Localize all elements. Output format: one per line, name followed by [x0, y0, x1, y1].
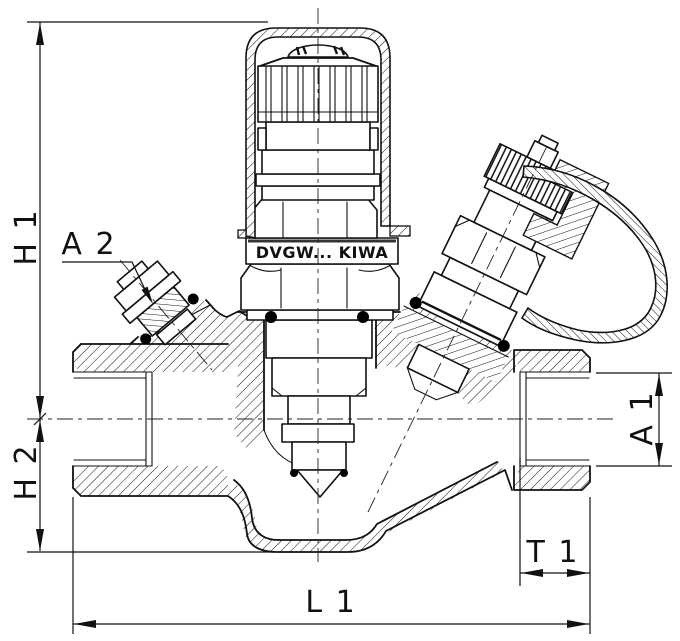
mv-stub-top: [537, 134, 559, 152]
dimension-a1: A 1: [596, 372, 672, 467]
head-tab-left: [257, 127, 267, 151]
cartridge-chamfer: [271, 387, 367, 397]
mv-boss-face: [403, 305, 509, 358]
h1-arrow-bottom: [36, 396, 44, 418]
dimension-h1: H 1: [9, 21, 268, 551]
head-tab-right: [369, 127, 379, 151]
t1-label: T 1: [526, 535, 580, 570]
cone-seal-right: [340, 469, 348, 477]
body-wall-right-bottom: [512, 466, 590, 490]
hex-upper-facets: [282, 201, 348, 239]
mv-seal-left: [409, 296, 422, 309]
hex-lower-facets: [250, 265, 390, 309]
cap-flare-left: [237, 229, 247, 239]
body-underside-inner: [233, 461, 498, 541]
dimension-l1: L 1: [72, 497, 591, 634]
t1-arrow-left: [521, 569, 543, 577]
dimension-a2: A 2: [61, 227, 153, 304]
oring-right: [357, 311, 369, 323]
a1-label: A 1: [625, 390, 660, 445]
a1-arrow-bottom: [655, 443, 663, 465]
bonnet-and-head: DVGW... KIWA: [237, 27, 411, 323]
valve-body: [72, 290, 591, 553]
centerline-test-plug: [119, 259, 213, 371]
flip-cap: [520, 165, 668, 344]
cartridge-cone: [296, 469, 344, 498]
cone-seal-left: [290, 469, 298, 477]
t1-arrow-right: [567, 569, 589, 577]
body-slope-left: [129, 299, 253, 345]
a2-leader: [62, 261, 151, 301]
head-shoulder: [259, 57, 377, 67]
dimension-t1: T 1: [519, 458, 590, 586]
dimension-h2: H 2: [9, 420, 270, 553]
body-underside-outer: [227, 469, 513, 553]
port-right-outline: [513, 349, 591, 491]
cartridge-plug: [291, 441, 347, 471]
cartridge-r1: [265, 319, 373, 359]
h1-label: H 1: [9, 208, 44, 265]
cartridge-stack: [265, 319, 373, 498]
dimensions: H 1 H 2 A 2 A 1 T 1: [9, 21, 672, 634]
protective-cap: [245, 27, 391, 239]
h2-arrow-bottom: [36, 529, 44, 551]
centerline-measuring-valve: [367, 143, 549, 513]
mv-seal-right: [497, 339, 510, 352]
a2-label: A 2: [61, 227, 116, 262]
a1-arrow-top: [655, 374, 663, 396]
body-wall-left-bottom: [73, 466, 228, 496]
handwheel-ribs: [257, 65, 379, 123]
l1-arrow-right: [567, 620, 589, 628]
approval-marking: DVGW... KIWA: [256, 243, 389, 262]
plug-seal-right: [187, 293, 199, 305]
body-wall-right-top: [514, 350, 590, 372]
body-sump-wall: [226, 460, 505, 553]
l1-arrow-left: [74, 620, 96, 628]
port-left-face: [72, 343, 229, 497]
mv-hex-facets: [454, 219, 541, 279]
a2-arrow: [141, 286, 153, 304]
centerlines: [27, 8, 618, 562]
l1-label: L 1: [305, 585, 356, 620]
body-chamber-wall-left: [234, 314, 264, 450]
plug-seal-left: [140, 333, 152, 345]
oring-left: [265, 311, 277, 323]
h1-arrow-top: [36, 23, 44, 45]
cap-flare-right: [389, 225, 411, 237]
measuring-valve: [391, 134, 610, 401]
hex-nut-upper: [252, 197, 378, 239]
scale-marks: [295, 45, 346, 56]
h-tick: [33, 412, 47, 426]
cartridge-r2: [271, 357, 367, 397]
h2-arrow-top: [36, 420, 44, 442]
h2-label: H 2: [9, 443, 44, 500]
cartridge-r3: [287, 395, 351, 425]
